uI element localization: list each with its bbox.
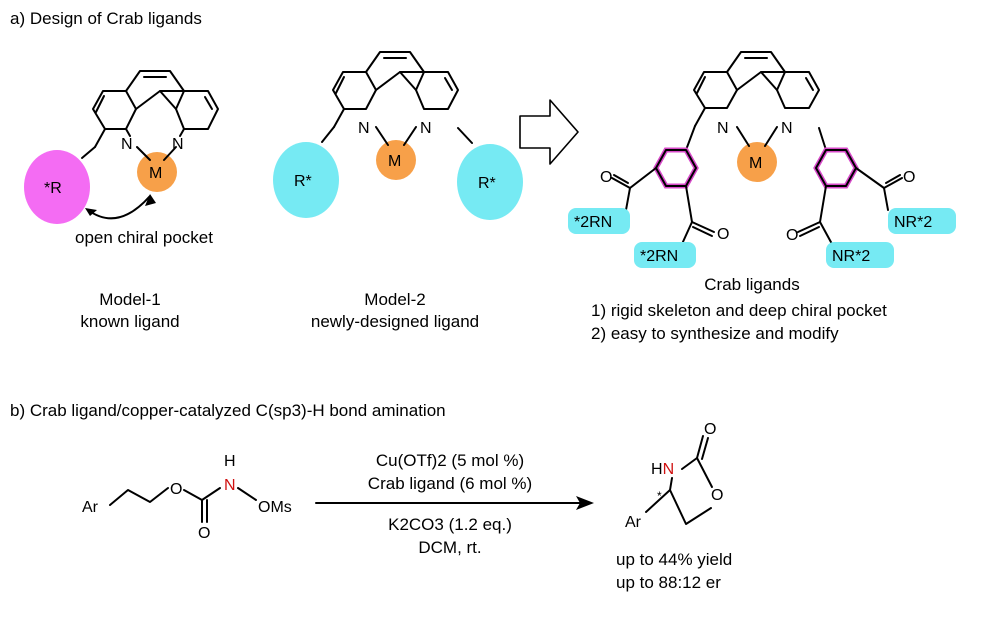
product-o-ring: O [711,487,723,504]
model1-desc: known ligand [80,312,179,331]
model2-left-chiral-ellipse [273,142,339,218]
section-a-title: a) Design of Crab ligands [10,9,202,28]
crab-title: Crab ligands [704,275,799,294]
model1-chiral-group-ellipse [24,150,90,224]
crab-n-right: N [781,120,793,137]
crab-o-right-2: O [786,227,798,244]
model1-metal-circle [137,152,177,192]
model2-metal-label: M [388,153,401,170]
crab-o-left-1: O [600,169,612,186]
substrate-o-ether: O [170,481,182,498]
crab-amine-left-2-box [634,242,696,268]
condition-base: K2CO3 (1.2 eq.) [388,515,512,534]
product-hn: HN [651,461,674,478]
substrate-n: N [224,477,236,494]
product-o-carbonyl: O [704,421,716,438]
crab-n-left: N [717,120,729,137]
substrate-o-carbonyl: O [198,525,210,542]
model1-right-ring [175,90,219,130]
crab-amine-right-1-box [888,208,956,234]
model1-pocket-arrow [87,195,151,220]
model2-metal-circle [376,140,416,180]
substrate-structure: Ar O O H N OMs [82,453,292,542]
section-b-title: b) Crab ligand/copper-catalyzed C(sp3)-H… [10,401,446,420]
crab-o-right-1: O [903,169,915,186]
product-ar: Ar [625,514,642,531]
crab-point-2: 2) easy to synthesize and modify [591,324,839,343]
model1-left-ring [92,90,137,148]
model1-r-label: *R [44,180,62,197]
model2-r-right: R* [478,175,496,192]
model2-desc: newly-designed ligand [311,312,479,331]
model2-name: Model-2 [364,290,425,309]
model2-n-right: N [420,120,432,137]
crab-amine-right-2-box [826,242,894,268]
condition-solvent: DCM, rt. [418,538,481,557]
crab-mid-ring [726,51,786,91]
model1-mid-ring [125,70,185,110]
crab-amine-right-1: NR*2 [894,214,932,231]
model2-left-ring [332,71,377,128]
model1-structure: N N M *R open chiral pocket Model-1 know… [24,70,219,331]
crab-amine-left-1: *2RN [574,214,612,231]
result-yield: up to 44% yield [616,550,732,569]
crab-structure: N N M O *2RN O *2RN O NR*2 [568,51,956,343]
model1-pocket-label: open chiral pocket [75,228,213,247]
crab-metal-circle [737,142,777,182]
substrate-oms: OMs [258,499,292,516]
design-arrow [519,99,579,165]
substrate-h: H [224,453,236,470]
model2-right-chiral-ellipse [457,144,523,220]
condition-ligand: Crab ligand (6 mol %) [368,474,532,493]
crab-amine-right-2: NR*2 [832,248,870,265]
product-stereocenter: * [657,489,662,503]
model2-r-left: R* [294,173,312,190]
model1-name: Model-1 [99,290,160,309]
model2-n-left: N [358,120,370,137]
condition-catalyst: Cu(OTf)2 (5 mol %) [376,451,524,470]
crab-amine-left-2: *2RN [640,248,678,265]
model1-n-left: N [121,136,133,153]
product-structure: HN O O * Ar [625,421,723,531]
result-er: up to 88:12 er [616,573,721,592]
crab-point-1: 1) rigid skeleton and deep chiral pocket [591,301,887,320]
model2-mid-ring [365,51,425,91]
substrate-ar: Ar [82,499,99,516]
crab-amine-left-1-box [568,208,630,234]
model2-structure: N N M R* R* Model-2 newly-designed ligan… [273,51,523,331]
crab-left-ring [693,71,738,127]
crab-metal-label: M [749,155,762,172]
model1-metal-label: M [149,165,162,182]
crab-o-left-2: O [717,226,729,243]
model1-n-right: N [172,136,184,153]
